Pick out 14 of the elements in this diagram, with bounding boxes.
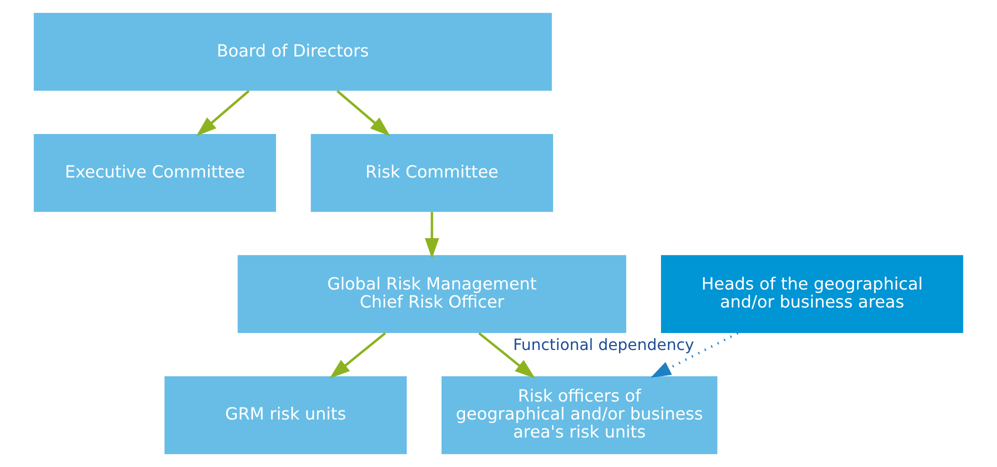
arrow [336, 90, 390, 136]
node-box: Global Risk Management Chief Risk Officer [238, 255, 626, 334]
node-box: Board of Directors [34, 12, 552, 91]
node-box: Risk Committee [310, 134, 554, 212]
arrow [650, 332, 738, 378]
node-box: Heads of the geographical and/or business areas [661, 255, 964, 334]
node-box: Executive Committee [34, 134, 276, 212]
arrow [424, 212, 440, 259]
node-box: GRM risk units [164, 376, 407, 454]
node-box: Risk officers of geographical and/or business area's risk units [442, 376, 718, 454]
edge-label: Functional dependency [513, 336, 694, 354]
arrow [196, 90, 250, 136]
arrow [478, 332, 536, 378]
arrow [330, 332, 386, 378]
